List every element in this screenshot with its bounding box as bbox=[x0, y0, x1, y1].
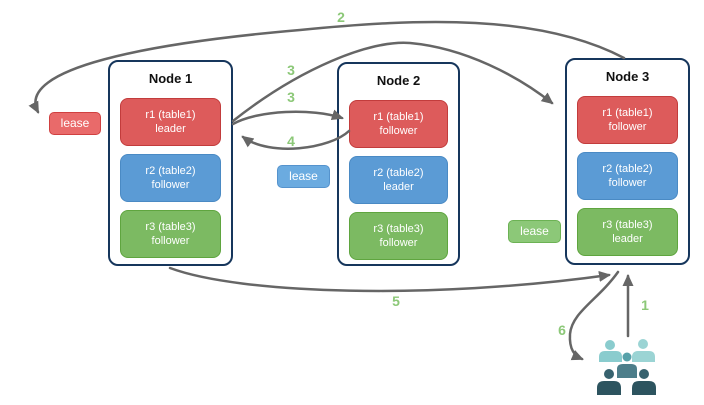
node-3-box: Node 3 r1 (table1) follower r2 (table2) … bbox=[565, 58, 690, 265]
replica-role: leader bbox=[612, 233, 643, 245]
replica-name: r3 (table3) bbox=[602, 219, 653, 231]
step-label-2: 2 bbox=[337, 9, 345, 25]
users-icon bbox=[597, 339, 656, 395]
step-label-5: 5 bbox=[392, 293, 400, 309]
node-2-replica-r3: r3 (table3) follower bbox=[349, 212, 448, 260]
replica-name: r1 (table1) bbox=[373, 111, 424, 123]
replica-name: r2 (table2) bbox=[373, 167, 424, 179]
replica-name: r3 (table3) bbox=[145, 221, 196, 233]
node-2-title: Node 2 bbox=[376, 73, 421, 88]
node-3-replica-r2: r2 (table2) follower bbox=[577, 152, 678, 200]
replica-role: follower bbox=[379, 125, 418, 137]
step-label-4: 4 bbox=[287, 133, 295, 149]
replica-role: follower bbox=[151, 179, 190, 191]
arrow-step-4 bbox=[241, 129, 351, 150]
replica-name: r2 (table2) bbox=[602, 163, 653, 175]
node-1-replica-r3: r3 (table3) follower bbox=[120, 210, 221, 258]
lease-badge-r3: lease bbox=[508, 220, 561, 243]
node-1-replica-r1: r1 (table1) leader bbox=[120, 98, 221, 146]
node-3-replica-r3: r3 (table3) leader bbox=[577, 208, 678, 256]
step-label-3a: 3 bbox=[287, 62, 295, 78]
node-3-replica-r1: r1 (table1) follower bbox=[577, 96, 678, 144]
replica-role: leader bbox=[383, 181, 414, 193]
replica-role: leader bbox=[155, 123, 186, 135]
replica-name: r1 (table1) bbox=[602, 107, 653, 119]
step-label-1: 1 bbox=[641, 297, 649, 313]
node-3-title: Node 3 bbox=[605, 69, 650, 84]
step-label-6: 6 bbox=[558, 322, 566, 338]
replica-name: r3 (table3) bbox=[373, 223, 424, 235]
node-1-replica-r2: r2 (table2) follower bbox=[120, 154, 221, 202]
node-2-replica-r1: r1 (table1) follower bbox=[349, 100, 448, 148]
arrow-step-5 bbox=[168, 266, 611, 293]
node-1-box: Node 1 r1 (table1) leader r2 (table2) fo… bbox=[108, 60, 233, 266]
replica-role: follower bbox=[151, 235, 190, 247]
node-2-box: Node 2 r1 (table1) follower r2 (table2) … bbox=[337, 62, 460, 266]
arrow-step-6 bbox=[568, 270, 620, 361]
replica-role: follower bbox=[608, 121, 647, 133]
replica-name: r2 (table2) bbox=[145, 165, 196, 177]
node-2-replica-r2: r2 (table2) leader bbox=[349, 156, 448, 204]
step-label-3b: 3 bbox=[287, 89, 295, 105]
replica-role: follower bbox=[379, 237, 418, 249]
replica-name: r1 (table1) bbox=[145, 109, 196, 121]
arrow-step-3-short bbox=[231, 109, 344, 126]
lease-badge-r1: lease bbox=[49, 112, 101, 135]
node-1-title: Node 1 bbox=[148, 71, 193, 86]
replica-role: follower bbox=[608, 177, 647, 189]
lease-badge-r2: lease bbox=[277, 165, 330, 188]
